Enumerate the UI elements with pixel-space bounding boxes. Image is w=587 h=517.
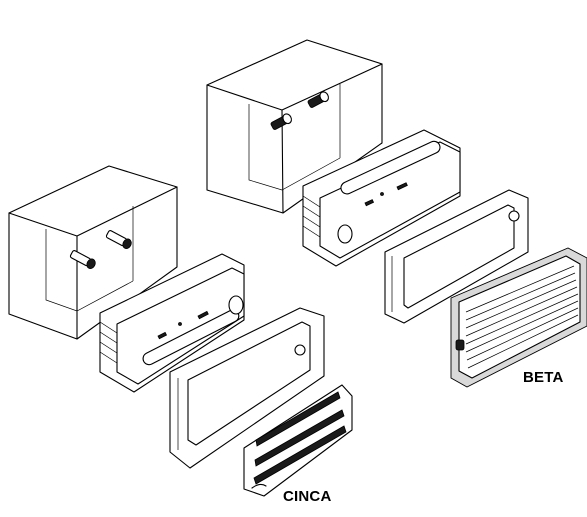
label-beta: BETA bbox=[523, 369, 564, 386]
diffuser-cinca bbox=[243, 384, 353, 497]
frame-left bbox=[169, 307, 325, 469]
mounting-screws-left bbox=[69, 230, 132, 269]
frame-right bbox=[384, 189, 529, 324]
light-fixture-body-left bbox=[99, 253, 245, 393]
mounting-screws-right bbox=[270, 91, 329, 130]
label-cinca: CINCA bbox=[283, 488, 332, 505]
light-fixture-body-right bbox=[302, 129, 461, 267]
diffuser-beta bbox=[450, 247, 587, 388]
